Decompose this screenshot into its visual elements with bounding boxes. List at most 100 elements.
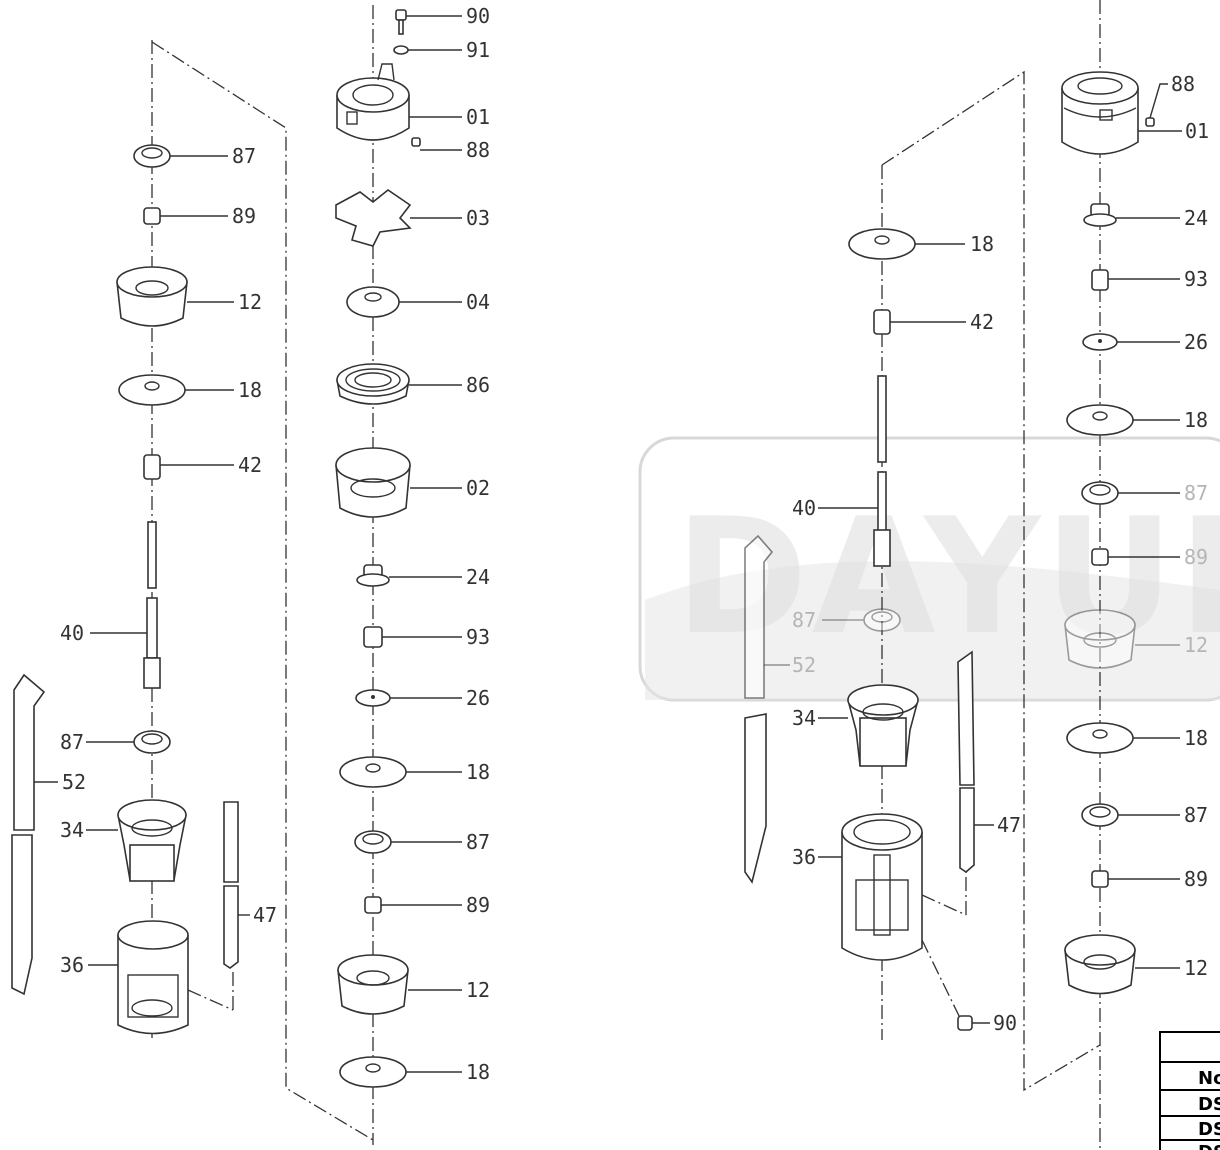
part-90-ra1 <box>957 1015 990 1031</box>
label-36: 36 <box>60 953 84 977</box>
label-01: 01 <box>1185 119 1209 143</box>
part-24-rb1 <box>1083 203 1180 227</box>
label-91: 91 <box>466 38 490 62</box>
label-42: 42 <box>970 310 994 334</box>
part-18-b2 <box>339 1056 462 1088</box>
label-34: 34 <box>792 706 816 730</box>
label-18: 18 <box>970 232 994 256</box>
label-12: 12 <box>466 978 490 1002</box>
part-87-a1 <box>133 144 228 168</box>
model-table: No DS DS DS <box>1159 1031 1220 1150</box>
part-34-ra1 <box>818 684 919 767</box>
label-18: 18 <box>1184 408 1208 432</box>
label-90: 90 <box>993 1011 1017 1035</box>
part-26-b1 <box>355 689 462 707</box>
part-02-b1 <box>335 447 462 518</box>
right-exploded-view: 18 42 40 87 52 34 47 36 90 88 01 24 93 2… <box>744 0 1209 1150</box>
watermark-text: DAYUP <box>675 483 1220 670</box>
part-36-a1 <box>88 920 189 1035</box>
label-03: 03 <box>466 206 490 230</box>
part-88-b1 <box>411 137 462 151</box>
label-24: 24 <box>1184 206 1208 230</box>
label-12: 12 <box>238 290 262 314</box>
part-89-rb2 <box>1091 870 1180 888</box>
part-86-b1 <box>336 363 462 405</box>
label-93: 93 <box>1184 267 1208 291</box>
label-04: 04 <box>466 290 490 314</box>
part-47-a1 <box>187 801 250 1011</box>
part-90-b1 <box>395 9 462 35</box>
part-12-a1 <box>116 266 234 327</box>
part-01-rb1 <box>1061 71 1182 155</box>
label-93: 93 <box>466 625 490 649</box>
part-93-rb1 <box>1091 269 1180 291</box>
part-87-a2 <box>86 730 171 754</box>
label-87: 87 <box>792 608 816 632</box>
part-18-a1 <box>118 374 234 406</box>
label-52: 52 <box>62 770 86 794</box>
label-18: 18 <box>238 378 262 402</box>
label-89: 89 <box>1184 545 1208 569</box>
part-24-b1 <box>356 564 462 587</box>
part-40-a1 <box>90 521 161 689</box>
part-12-rb1 <box>1064 609 1180 669</box>
label-24: 24 <box>466 565 490 589</box>
label-89: 89 <box>466 893 490 917</box>
label-02: 02 <box>466 476 490 500</box>
label-34: 34 <box>60 818 84 842</box>
label-90: 90 <box>466 4 490 28</box>
label-87: 87 <box>466 830 490 854</box>
part-36-ra1 <box>818 813 963 1023</box>
part-87-rb2 <box>1081 803 1180 827</box>
part-18-rb2 <box>1066 722 1180 754</box>
part-18-b1 <box>339 756 462 788</box>
part-89-b1 <box>364 896 462 914</box>
label-52: 52 <box>792 653 816 677</box>
label-47: 47 <box>253 903 277 927</box>
label-26: 26 <box>1184 330 1208 354</box>
part-18-rb1 <box>1066 404 1180 436</box>
part-91-b1 <box>393 45 462 55</box>
part-52-ra1 <box>744 534 790 884</box>
label-18: 18 <box>1184 726 1208 750</box>
part-03-b1 <box>335 189 462 247</box>
table-cell: DS <box>1198 1142 1220 1150</box>
label-18: 18 <box>466 1060 490 1084</box>
part-93-b1 <box>363 626 462 648</box>
part-87-b1 <box>354 830 462 854</box>
label-87: 87 <box>232 144 256 168</box>
label-47: 47 <box>997 813 1021 837</box>
label-87: 87 <box>60 730 84 754</box>
label-42: 42 <box>238 453 262 477</box>
label-88: 88 <box>466 138 490 162</box>
part-88-rb1 <box>1145 83 1168 127</box>
part-42-a1 <box>143 454 234 480</box>
label-89: 89 <box>1184 867 1208 891</box>
label-87: 87 <box>1184 481 1208 505</box>
part-04-b1 <box>346 286 462 318</box>
part-01-b1 <box>336 63 462 141</box>
part-89-a1 <box>143 207 228 225</box>
part-12-b1 <box>337 954 462 1015</box>
part-52-a1 <box>11 673 58 996</box>
label-26: 26 <box>466 686 490 710</box>
label-87: 87 <box>1184 803 1208 827</box>
label-89: 89 <box>232 204 256 228</box>
table-cell: DS <box>1198 1119 1220 1140</box>
label-86: 86 <box>466 373 490 397</box>
part-40-ra1 <box>818 375 891 567</box>
part-47-ra1 <box>921 650 994 916</box>
part-42-ra1 <box>873 309 966 335</box>
label-01: 01 <box>466 105 490 129</box>
part-87-rb1 <box>1081 481 1180 505</box>
table-cell: DS <box>1198 1094 1220 1115</box>
part-12-rb2 <box>1064 934 1180 995</box>
label-12: 12 <box>1184 633 1208 657</box>
label-40: 40 <box>60 621 84 645</box>
label-36: 36 <box>792 845 816 869</box>
label-40: 40 <box>792 496 816 520</box>
part-18-ra1 <box>848 228 965 260</box>
watermark: DAYUP <box>638 436 1220 702</box>
table-header-cell: No <box>1198 1068 1220 1089</box>
